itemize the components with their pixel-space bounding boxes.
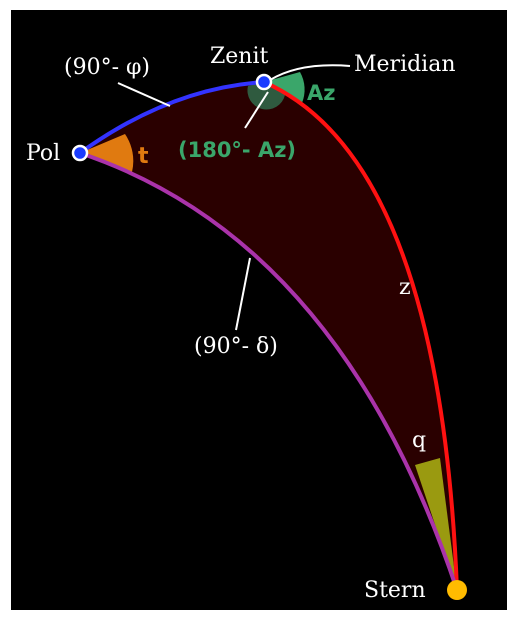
pol-zenit-arc [78, 80, 265, 155]
supplement-azimuth-leader [244, 91, 269, 129]
co-latitude-leader [117, 82, 171, 107]
supplement-azimuth-label: (180°- Az) [178, 138, 296, 162]
parallactic-angle-label: q [412, 428, 426, 453]
meridian-leader [269, 64, 351, 81]
pol-label: Pol [26, 141, 60, 166]
star-icon [447, 580, 467, 600]
co-declination-label: (90°- δ) [194, 334, 278, 359]
meridian-label: Meridian [354, 52, 456, 77]
hour-angle-label: t [138, 144, 149, 169]
hour-angle-sector [80, 134, 134, 172]
azimuth-sector [264, 72, 305, 103]
pol-stern-arc [79, 151, 459, 591]
co-declination-leader [235, 257, 251, 331]
zenit-point [255, 73, 273, 91]
triangle-fill [80, 82, 457, 590]
zenith-distance-label: z [399, 275, 411, 300]
zenit-label: Zenit [210, 44, 269, 69]
co-latitude-label: (90°- φ) [64, 55, 150, 80]
azimuth-label: Az [307, 81, 335, 105]
stern-label: Stern [364, 578, 426, 603]
pol-point [71, 144, 89, 162]
zenit-stern-arc [263, 80, 459, 591]
